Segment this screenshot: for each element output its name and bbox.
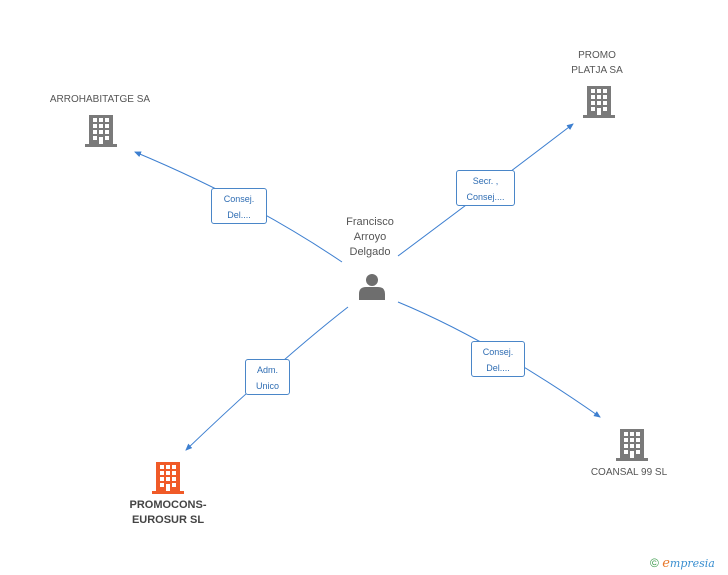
company-label-promocons[interactable]: PROMOCONS- EUROSUR SL	[129, 499, 207, 526]
company-label-arrohabitatge[interactable]: ARROHABITATGE SA	[49, 94, 151, 105]
building-icon[interactable]	[152, 460, 184, 494]
edge-label-arrohabitatge[interactable]: Consej. Del....	[211, 188, 267, 224]
brand-initial: e	[662, 556, 670, 571]
edge-label-promocons[interactable]: Adm. Unico	[245, 359, 290, 395]
company-label-promo-platja[interactable]: PROMO PLATJA SA	[571, 50, 623, 76]
edge-label-coansal[interactable]: Consej. Del....	[471, 341, 525, 377]
copyright-symbol: ©	[650, 556, 659, 570]
building-icon[interactable]	[85, 113, 117, 147]
empresia-logo[interactable]: © empresia	[650, 556, 715, 571]
brand-name: mpresia	[669, 557, 715, 570]
building-icon[interactable]	[616, 427, 648, 461]
building-icon[interactable]	[583, 84, 615, 118]
person-icon[interactable]	[358, 272, 386, 300]
person-label[interactable]: Francisco Arroyo Delgado	[346, 216, 394, 258]
company-label-coansal[interactable]: COANSAL 99 SL	[590, 467, 668, 478]
edge-label-promo-platja[interactable]: Secr. , Consej....	[456, 170, 515, 206]
